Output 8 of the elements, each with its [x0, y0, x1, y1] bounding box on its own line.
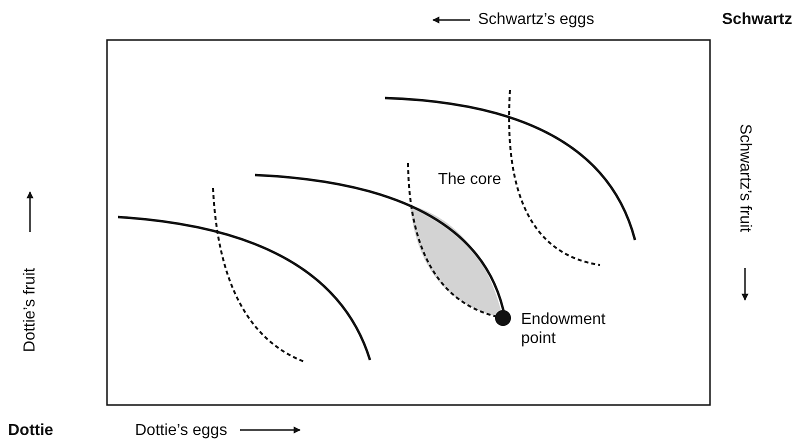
- axis-label: Schwartz’s fruit: [736, 124, 754, 232]
- axis-label: Dottie’s eggs: [135, 421, 228, 440]
- axis-label: Schwartz’s eggs: [478, 10, 594, 29]
- axis-label: Dottie’s fruit: [20, 268, 40, 352]
- owner-label: Dottie: [8, 421, 54, 440]
- owner-label: Schwartz: [722, 10, 792, 29]
- point-label: Endowment point: [521, 310, 606, 348]
- region-label: The core: [438, 170, 502, 189]
